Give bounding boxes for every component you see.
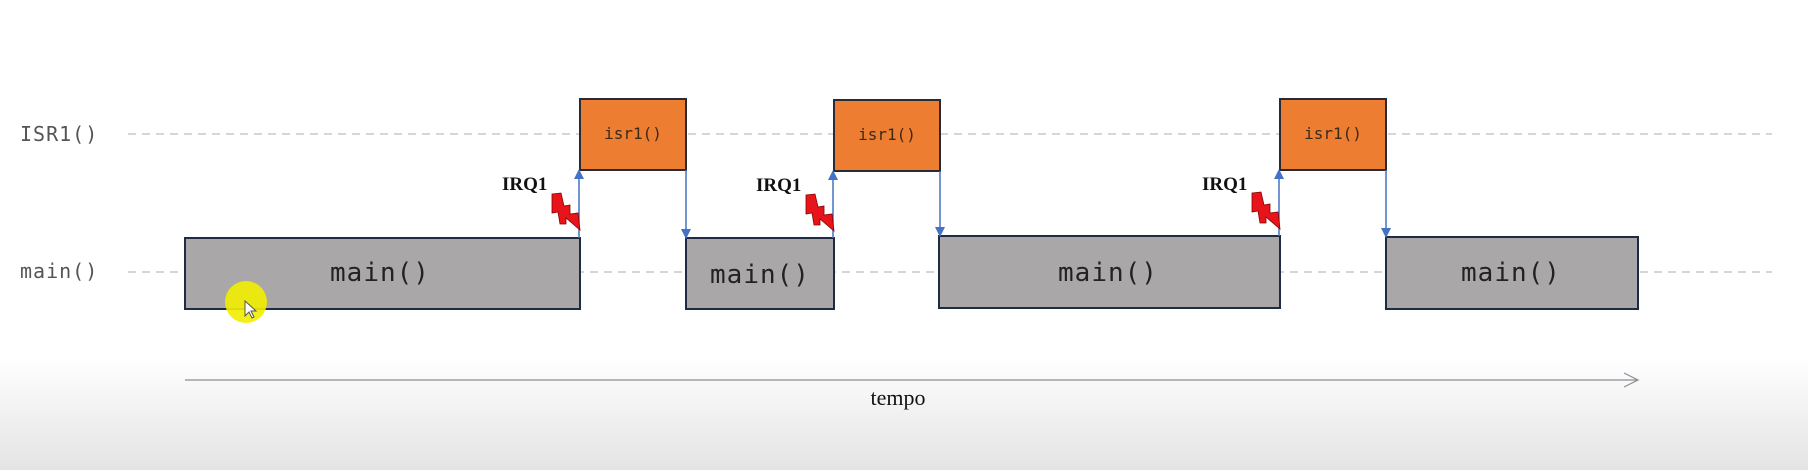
lightning-icon [551, 192, 581, 231]
main-block-1: main() [184, 237, 581, 310]
main-block-2: main() [685, 237, 835, 310]
main-block-label: main() [710, 260, 810, 290]
main-block-4: main() [1385, 236, 1639, 310]
irq-label-3: IRQ1 [1202, 174, 1247, 195]
lightning-icon [805, 193, 835, 232]
isr-block-1: isr1() [579, 98, 687, 171]
isr-block-3: isr1() [1279, 98, 1387, 171]
isr-block-2: isr1() [833, 99, 941, 172]
mouse-pointer-icon [244, 299, 258, 319]
isr-block-label: isr1() [604, 124, 662, 143]
lightning-icon [1251, 191, 1281, 230]
main-row-label: main() [20, 259, 98, 283]
isr-block-label: isr1() [858, 125, 916, 144]
time-axis-arrowhead-icon [1623, 372, 1640, 388]
main-block-3: main() [938, 235, 1281, 309]
isr-block-label: isr1() [1304, 124, 1362, 143]
main-block-label: main() [1058, 258, 1158, 288]
irq-label-1: IRQ1 [502, 174, 547, 195]
irq-label-2: IRQ1 [756, 175, 801, 196]
main-block-label: main() [1461, 258, 1561, 288]
main-block-label: main() [330, 258, 430, 288]
time-axis-label: tempo [871, 385, 926, 410]
isr-row-label: ISR1() [20, 122, 98, 146]
